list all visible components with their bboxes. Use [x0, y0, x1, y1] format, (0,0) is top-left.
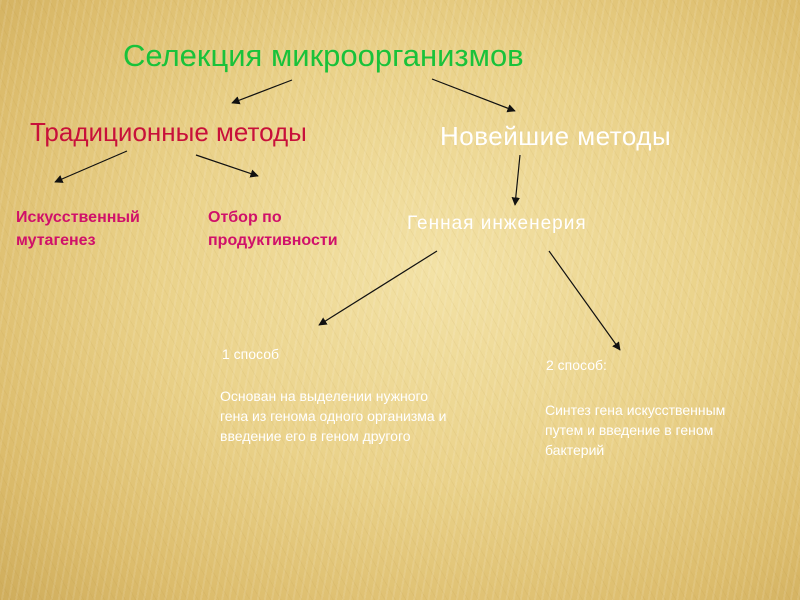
method1-description: Основан на выделении нужного гена из ген…	[220, 388, 447, 444]
traditional-methods-heading: Традиционные методы	[30, 117, 307, 147]
productivity-selection-label: Отбор по продуктивности	[208, 209, 338, 249]
arrow-title-to-traditional	[231, 79, 293, 105]
method2-description: Синтез гена искусственным путем и введен…	[545, 402, 726, 458]
slide-title: Селекция микроорганизмов	[123, 38, 524, 73]
method2-title: 2 способ:	[546, 357, 607, 373]
arrow-genetic-to-method1	[318, 250, 438, 326]
arrow-title-to-newest	[431, 78, 516, 113]
newest-methods-heading: Новейшие методы	[440, 121, 672, 151]
arrow-genetic-to-method2	[548, 250, 621, 351]
artificial-mutagenesis-label: Искусственный мутагенез	[16, 209, 140, 249]
arrow-traditional-to-selection	[195, 154, 259, 178]
genetic-engineering-label: Генная инженерия	[407, 213, 587, 234]
arrow-traditional-to-mutagenesis	[54, 150, 128, 183]
method1-title: 1 способ	[222, 346, 280, 362]
arrow-newest-to-genetic	[511, 154, 521, 206]
